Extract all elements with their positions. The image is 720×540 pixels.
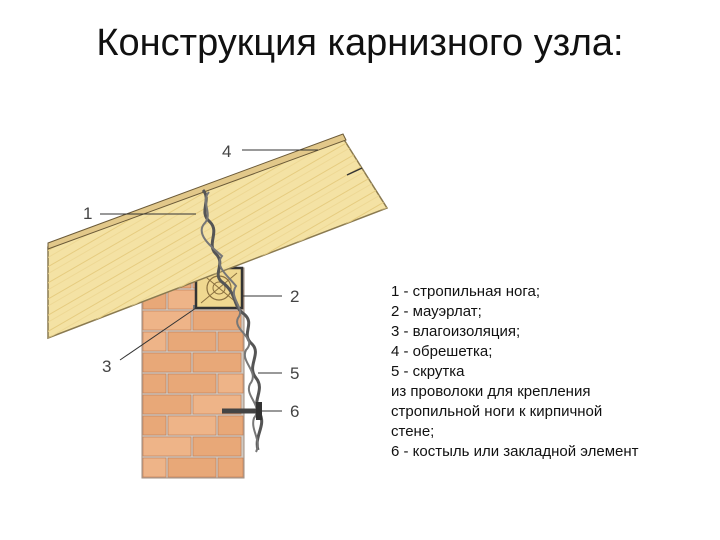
callout-5: 5 <box>290 364 299 383</box>
brick <box>142 457 167 478</box>
legend-item-2: 2 - мауэрлат; <box>391 303 482 320</box>
legend-item-5-cont: из проволоки для крепления <box>391 383 591 400</box>
brick <box>167 373 217 394</box>
brick <box>142 331 167 352</box>
brick <box>167 457 217 478</box>
callout-6: 6 <box>290 402 299 421</box>
leader-lines <box>100 149 318 412</box>
callout-4: 4 <box>222 142 231 161</box>
legend-item-6: 6 - костыль или закладной элемент <box>391 443 639 460</box>
brick <box>142 310 192 331</box>
callout-2: 2 <box>290 287 299 306</box>
batten <box>47 133 363 250</box>
brick <box>142 352 192 373</box>
brick <box>217 457 244 478</box>
brick <box>192 352 242 373</box>
spike <box>222 402 262 420</box>
brick <box>217 373 244 394</box>
legend: 1 - стропильная нога; 2 - мауэрлат; 3 - … <box>391 282 711 462</box>
legend-item-5-cont3: стене; <box>391 423 435 440</box>
brick <box>192 310 242 331</box>
callout-3: 3 <box>102 357 111 376</box>
legend-item-5: 5 - скрутка <box>391 363 465 380</box>
brick <box>142 373 167 394</box>
brick <box>217 415 244 436</box>
legend-item-3: 3 - влагоизоляция; <box>391 323 521 340</box>
legend-item-4: 4 - обрешетка; <box>391 343 493 360</box>
callout-1: 1 <box>83 204 92 223</box>
brick <box>217 331 244 352</box>
brick <box>142 415 167 436</box>
brick <box>167 331 217 352</box>
brick <box>142 436 192 457</box>
brick <box>192 436 242 457</box>
brick <box>142 394 192 415</box>
brick <box>167 415 217 436</box>
legend-item-1: 1 - стропильная нога; <box>391 283 540 300</box>
legend-item-5-cont2: стропильной ноги к кирпичной <box>391 403 603 420</box>
slide-title: Конструкция карнизного узла: <box>96 22 624 64</box>
